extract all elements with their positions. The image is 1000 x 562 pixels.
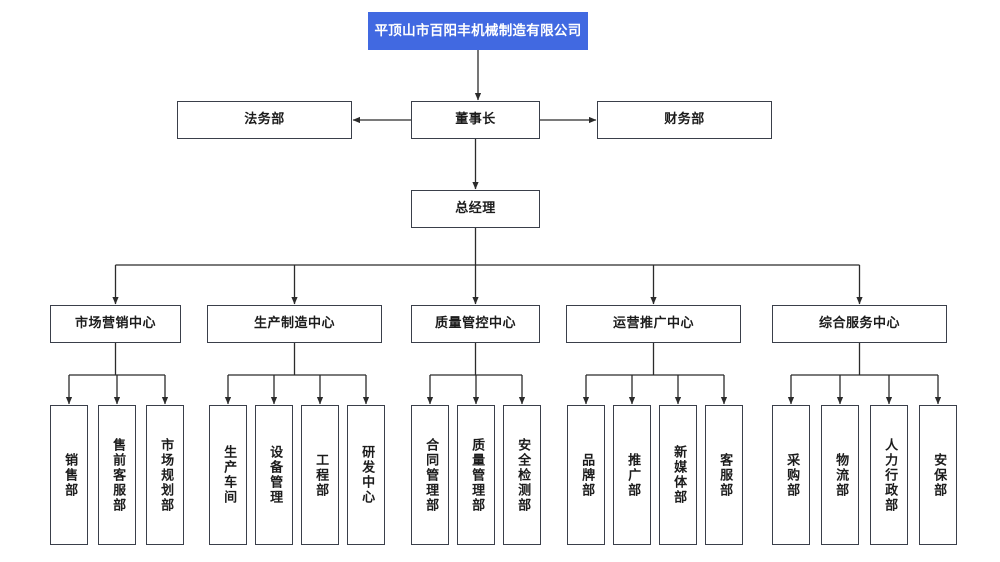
node-center-综合服务中心[interactable]: 综合服务中心 <box>772 305 947 343</box>
node-label: 总经理 <box>455 200 496 216</box>
node-label: 运营推广中心 <box>612 315 694 331</box>
node-center-质量管控中心[interactable]: 质量管控中心 <box>411 305 540 343</box>
node-department-售前客服部[interactable]: 售前客服部 <box>98 405 136 545</box>
node-department-设备管理[interactable]: 设备管理 <box>255 405 293 545</box>
node-department-物流部[interactable]: 物流部 <box>821 405 859 545</box>
node-label: 工程部 <box>313 452 329 498</box>
node-finance-department[interactable]: 财务部 <box>597 101 772 139</box>
node-company-root[interactable]: 平顶山市百阳丰机械制造有限公司 <box>368 12 588 50</box>
node-label: 研发中心 <box>359 445 375 505</box>
node-label: 综合服务中心 <box>818 315 900 331</box>
node-center-生产制造中心[interactable]: 生产制造中心 <box>207 305 382 343</box>
node-legal-department[interactable]: 法务部 <box>177 101 352 139</box>
node-department-安全检测部[interactable]: 安全检测部 <box>503 405 541 545</box>
node-label: 售前客服部 <box>110 437 126 513</box>
node-label: 设备管理 <box>267 445 283 505</box>
node-label: 安全检测部 <box>515 437 531 513</box>
node-department-采购部[interactable]: 采购部 <box>772 405 810 545</box>
node-department-客服部[interactable]: 客服部 <box>705 405 743 545</box>
node-chairman[interactable]: 董事长 <box>411 101 540 139</box>
node-label: 客服部 <box>717 452 733 498</box>
node-label: 合同管理部 <box>423 437 439 513</box>
node-department-工程部[interactable]: 工程部 <box>301 405 339 545</box>
node-center-市场营销中心[interactable]: 市场营销中心 <box>50 305 181 343</box>
node-department-研发中心[interactable]: 研发中心 <box>347 405 385 545</box>
node-label: 生产车间 <box>221 445 237 505</box>
node-label: 生产制造中心 <box>253 315 335 331</box>
node-label: 物流部 <box>833 452 849 498</box>
node-department-合同管理部[interactable]: 合同管理部 <box>411 405 449 545</box>
node-general-manager[interactable]: 总经理 <box>411 190 540 228</box>
node-department-推广部[interactable]: 推广部 <box>613 405 651 545</box>
node-department-新媒体部[interactable]: 新媒体部 <box>659 405 697 545</box>
node-department-品牌部[interactable]: 品牌部 <box>567 405 605 545</box>
node-department-质量管理部[interactable]: 质量管理部 <box>457 405 495 545</box>
node-department-安保部[interactable]: 安保部 <box>919 405 957 545</box>
node-label: 董事长 <box>455 111 496 127</box>
node-label: 人力行政部 <box>882 437 898 513</box>
node-label: 采购部 <box>784 452 800 498</box>
node-label: 质量管理部 <box>469 437 485 513</box>
node-label: 销售部 <box>62 452 78 498</box>
node-label: 平顶山市百阳丰机械制造有限公司 <box>374 22 582 39</box>
node-department-销售部[interactable]: 销售部 <box>50 405 88 545</box>
node-label: 新媒体部 <box>671 445 687 505</box>
node-label: 安保部 <box>931 452 947 498</box>
node-label: 市场营销中心 <box>74 315 156 331</box>
node-label: 财务部 <box>664 111 705 127</box>
node-department-市场规划部[interactable]: 市场规划部 <box>146 405 184 545</box>
node-label: 质量管控中心 <box>434 315 516 331</box>
node-label: 品牌部 <box>579 452 595 498</box>
node-label: 推广部 <box>625 452 641 498</box>
node-label: 法务部 <box>244 111 285 127</box>
node-department-生产车间[interactable]: 生产车间 <box>209 405 247 545</box>
node-department-人力行政部[interactable]: 人力行政部 <box>870 405 908 545</box>
node-center-运营推广中心[interactable]: 运营推广中心 <box>566 305 741 343</box>
node-label: 市场规划部 <box>158 437 174 513</box>
